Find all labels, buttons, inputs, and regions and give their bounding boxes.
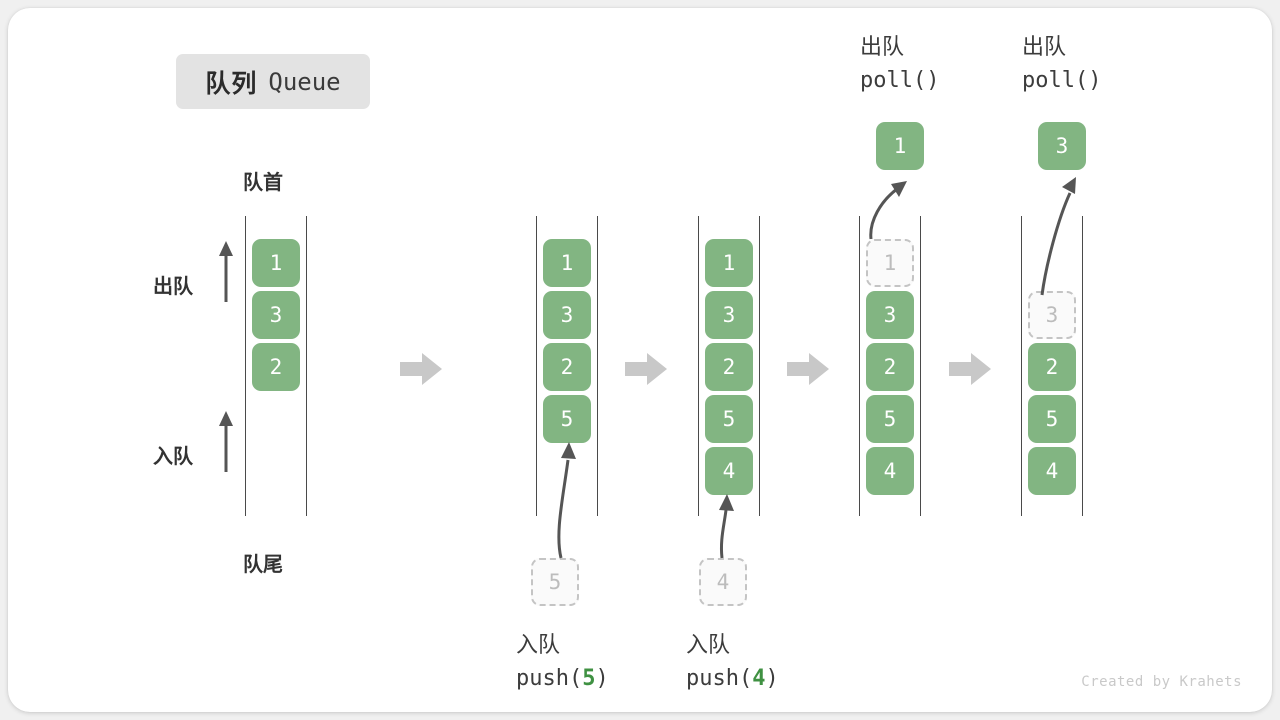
incoming-ghost-cell: 4 [699, 558, 747, 606]
op-label-push-4-code: push(4) [686, 666, 779, 692]
op-label-poll-2: 出队 poll() [1022, 30, 1101, 98]
incoming-ghost-cell: 5 [531, 558, 579, 606]
queue-cell: 4 [1028, 447, 1076, 495]
queue-cell: 3 [705, 291, 753, 339]
flow-arrow-icon [787, 353, 829, 385]
queue-cell: 1 [252, 239, 300, 287]
queue-cell: 5 [866, 395, 914, 443]
queue-cell-removed: 1 [866, 239, 914, 287]
queue-rail-right [920, 216, 921, 516]
label-enqueue-direction: 入队 [153, 446, 193, 468]
queue-cell: 2 [866, 343, 914, 391]
queue-cell: 1 [543, 239, 591, 287]
queue-cell: 1 [705, 239, 753, 287]
queue-cell: 5 [1028, 395, 1076, 443]
enqueue-curve-arrow-icon [557, 442, 576, 559]
op-label-push-5-code: push(5) [516, 666, 609, 692]
label-queue-front: 队首 [243, 172, 283, 194]
op-label-poll-1-cn: 出队 [860, 34, 905, 59]
dequeue-curve-arrow-icon [869, 181, 907, 240]
queue-cell: 2 [543, 343, 591, 391]
queue-cell: 3 [543, 291, 591, 339]
queue-column-after-push-4: 1 3 2 5 4 [698, 216, 760, 516]
label-queue-rear: 队尾 [243, 554, 283, 576]
flow-arrow-icon [625, 353, 667, 385]
queue-cell: 3 [866, 291, 914, 339]
title-chinese: 队列 [205, 69, 258, 98]
dequeue-direction-arrow-icon [219, 241, 233, 302]
queue-rail-right [1082, 216, 1083, 516]
queue-cell: 2 [252, 343, 300, 391]
queue-cell: 5 [543, 395, 591, 443]
op-label-push-4: 入队 push(4) [686, 628, 779, 696]
queue-cell: 3 [252, 291, 300, 339]
credit-watermark: Created by Krahets [1081, 674, 1242, 690]
op-label-poll-2-code: poll() [1022, 68, 1102, 94]
outgoing-cell: 3 [1038, 122, 1086, 170]
enqueue-direction-arrow-icon [219, 411, 233, 472]
queue-column-after-poll-1: 1 3 2 5 4 [859, 216, 921, 516]
queue-cell-removed: 3 [1028, 291, 1076, 339]
enqueue-curve-arrow-icon [719, 494, 734, 559]
queue-rail-left [245, 216, 246, 516]
label-dequeue-direction: 出队 [153, 276, 193, 298]
queue-rail-right [759, 216, 760, 516]
queue-cell: 5 [705, 395, 753, 443]
op-label-push-5-cn: 入队 [516, 632, 561, 657]
dequeue-curve-arrow-icon [1040, 177, 1076, 296]
queue-cell: 4 [866, 447, 914, 495]
flow-arrow-icon [949, 353, 991, 385]
queue-rail-left [1021, 216, 1022, 516]
queue-cell: 4 [705, 447, 753, 495]
queue-column-after-push-5: 1 3 2 5 [536, 216, 598, 516]
queue-rail-left [859, 216, 860, 516]
queue-rail-left [536, 216, 537, 516]
queue-rail-right [306, 216, 307, 516]
flow-arrow-icon [400, 353, 442, 385]
queue-column-initial: 1 3 2 [245, 216, 307, 516]
op-label-push-5: 入队 push(5) [516, 628, 609, 696]
queue-rail-left [698, 216, 699, 516]
diagram-title-badge: 队列 Queue [176, 54, 370, 109]
queue-column-after-poll-3: 3 2 5 4 [1021, 216, 1083, 516]
op-label-push-4-cn: 入队 [686, 632, 731, 657]
title-english: Queue [268, 67, 341, 96]
diagram-card: 队列 Queue 出队 poll() 出队 poll() 队首 队尾 出队 入队 [8, 8, 1272, 712]
op-label-poll-1: 出队 poll() [860, 30, 939, 98]
queue-cell: 2 [705, 343, 753, 391]
op-label-poll-2-cn: 出队 [1022, 34, 1067, 59]
queue-cell: 2 [1028, 343, 1076, 391]
op-label-poll-1-code: poll() [860, 68, 940, 94]
outgoing-cell: 1 [876, 122, 924, 170]
queue-rail-right [597, 216, 598, 516]
